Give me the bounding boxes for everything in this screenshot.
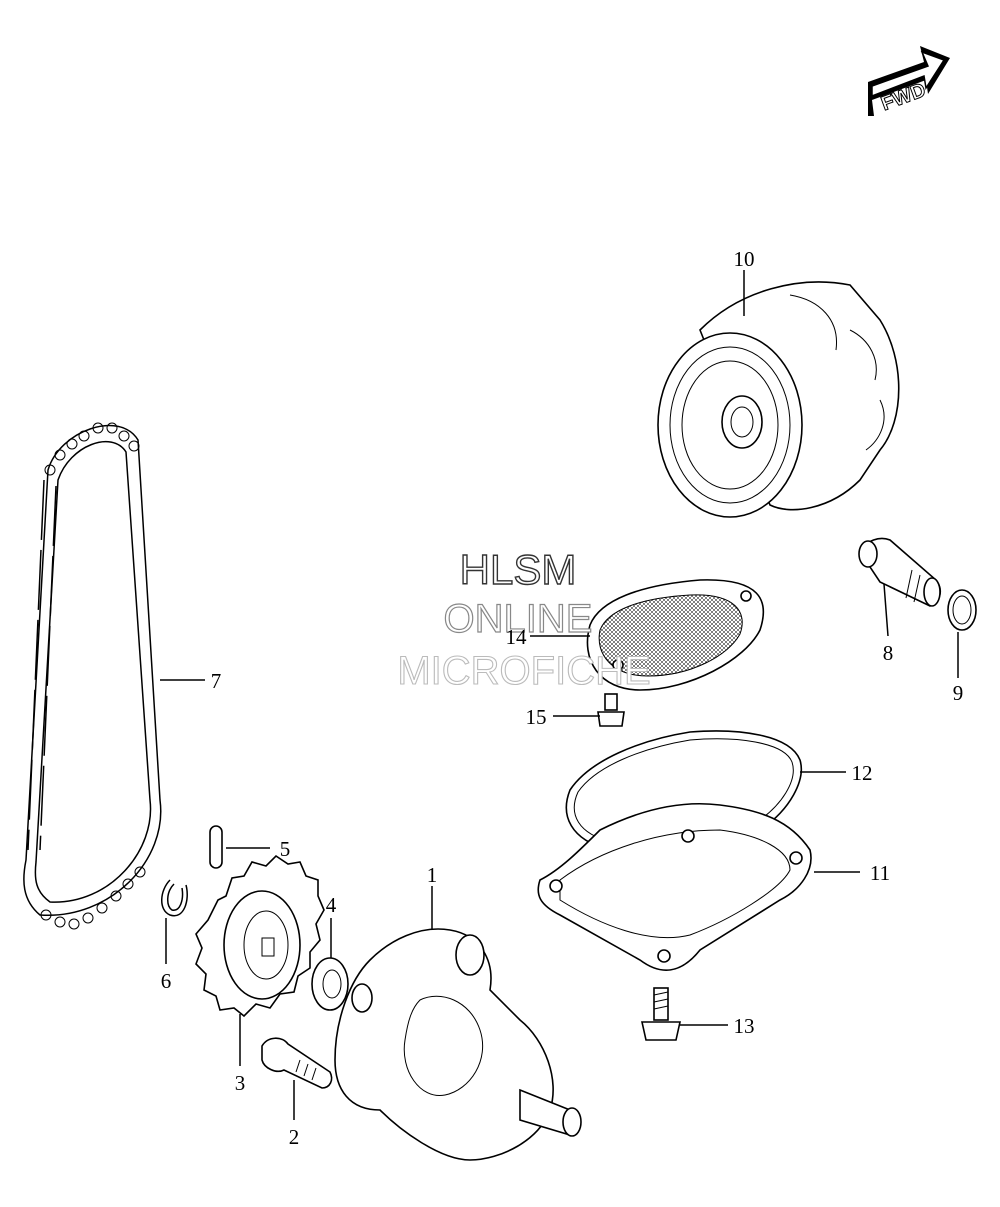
part-6-circlip (161, 879, 188, 917)
callout-8: 8 (883, 641, 894, 665)
watermark-line1: HLSM (460, 546, 577, 593)
part-7-chain (23, 422, 162, 930)
callout-2: 2 (289, 1125, 300, 1149)
callout-7: 7 (211, 669, 222, 693)
part-8-fitting (858, 537, 942, 607)
callout-5: 5 (280, 837, 291, 861)
callout-11: 11 (870, 861, 890, 885)
watermark: HLSM ONLINE MICROFICHE (397, 545, 651, 693)
callout-6: 6 (161, 969, 172, 993)
part-4-washer (311, 957, 349, 1011)
watermark-line2: ONLINE (444, 597, 593, 641)
part-1-oil-pump (334, 928, 582, 1161)
watermark-line3: MICROFICHE (397, 649, 650, 693)
part-9-washer (947, 589, 977, 631)
callout-4: 4 (326, 893, 337, 917)
part-5-pin (209, 825, 223, 869)
callout-3: 3 (235, 1071, 246, 1095)
part-3-sprocket (195, 854, 325, 1018)
callout-1: 1 (427, 863, 438, 887)
part-10-oil-filter (657, 281, 900, 518)
callout-13: 13 (734, 1014, 755, 1038)
callout-14: 14 (506, 625, 528, 649)
part-2-bolt (261, 1037, 333, 1089)
part-11-cover (537, 802, 812, 972)
callout-12: 12 (852, 761, 873, 785)
callouts: 1 2 3 4 5 6 7 8 9 10 11 12 13 14 15 (161, 247, 964, 1149)
callout-10: 10 (734, 247, 755, 271)
part-15-bolt (597, 693, 625, 727)
part-14-strainer (586, 579, 765, 691)
callout-9: 9 (953, 681, 964, 705)
part-13-bolt (641, 987, 681, 1041)
fwd-arrow-icon: FWD (868, 46, 950, 116)
callout-15: 15 (526, 705, 547, 729)
leader-lines (160, 270, 959, 1120)
